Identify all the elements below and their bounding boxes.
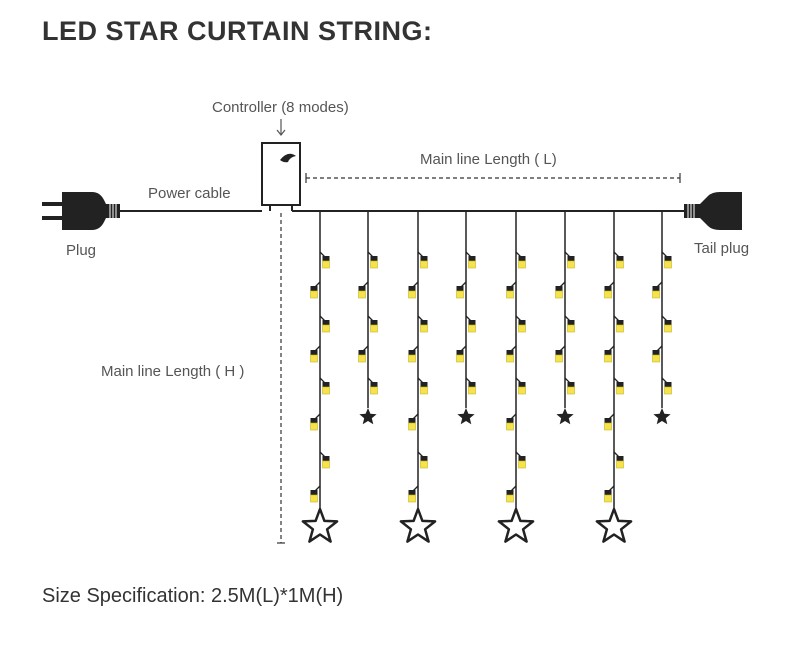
filled-star-icon (457, 408, 475, 425)
dimension-l-line (305, 173, 681, 183)
led-bulb (506, 290, 514, 299)
led-bulb (408, 290, 416, 299)
led-bulb (555, 354, 563, 363)
curtain-strands (301, 211, 672, 543)
tail-plug-label: Tail plug (694, 240, 750, 257)
dimension-h-line (277, 213, 285, 544)
plug-icon (42, 192, 120, 230)
outline-star-icon (595, 507, 633, 543)
led-bulb (420, 260, 428, 269)
led-bulb (420, 386, 428, 395)
led-bulb (456, 290, 464, 299)
led-bulb (468, 324, 476, 333)
led-bulb (616, 460, 624, 469)
led-bulb (604, 494, 612, 503)
plug-label: Plug (66, 242, 97, 259)
outline-star-icon (399, 507, 437, 543)
controller-label: Controller (8 modes) (212, 99, 349, 116)
filled-star-icon (653, 408, 671, 425)
led-bulb (310, 422, 318, 431)
outline-star-icon (497, 507, 535, 543)
led-bulb (310, 494, 318, 503)
led-bulb (468, 260, 476, 269)
led-bulb (652, 354, 660, 363)
main-line-length-h-label: Main line Length ( H ) (101, 363, 245, 380)
led-bulb (616, 260, 624, 269)
led-bulb (322, 260, 330, 269)
outline-star-icon (301, 507, 339, 543)
led-bulb (322, 324, 330, 333)
led-bulb (420, 460, 428, 469)
led-bulb (358, 290, 366, 299)
led-bulb (518, 260, 526, 269)
led-bulb (664, 260, 672, 269)
led-bulb (604, 354, 612, 363)
led-bulb (310, 290, 318, 299)
led-bulb (358, 354, 366, 363)
led-bulb (664, 324, 672, 333)
led-bulb (518, 324, 526, 333)
led-bulb (322, 460, 330, 469)
led-bulb (322, 386, 330, 395)
power-cable-label: Power cable (148, 185, 231, 202)
page-title: LED STAR CURTAIN STRING: (42, 16, 433, 46)
led-bulb (370, 386, 378, 395)
filled-star-icon (359, 408, 377, 425)
controller-arrow (276, 119, 286, 136)
led-bulb (616, 386, 624, 395)
led-bulb (370, 324, 378, 333)
led-bulb (555, 290, 563, 299)
led-bulb (616, 324, 624, 333)
led-bulb (408, 354, 416, 363)
filled-star-icon (556, 408, 574, 425)
led-bulb (604, 290, 612, 299)
led-bulb (408, 494, 416, 503)
controller-box-icon (261, 142, 301, 211)
led-bulb (518, 386, 526, 395)
led-bulb (468, 386, 476, 395)
led-bulb (456, 354, 464, 363)
led-bulb (664, 386, 672, 395)
led-bulb (310, 354, 318, 363)
main-line-length-l-label: Main line Length ( L) (420, 151, 557, 168)
led-bulb (420, 324, 428, 333)
tail-plug-icon (684, 192, 742, 230)
led-bulb (604, 422, 612, 431)
led-bulb (567, 324, 575, 333)
led-bulb (567, 386, 575, 395)
led-bulb (506, 354, 514, 363)
led-bulb (518, 460, 526, 469)
size-specification: Size Specification: 2.5M(L)*1M(H) (42, 585, 344, 607)
led-bulb (567, 260, 575, 269)
led-bulb (652, 290, 660, 299)
led-bulb (370, 260, 378, 269)
led-bulb (506, 494, 514, 503)
led-bulb (408, 422, 416, 431)
led-bulb (506, 422, 514, 431)
